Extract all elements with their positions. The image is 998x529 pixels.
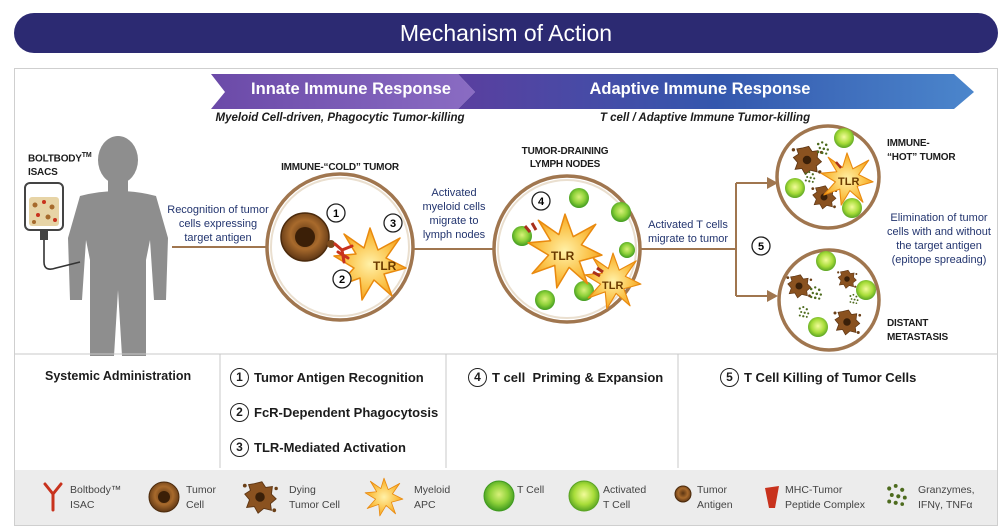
t-cell-icon: [483, 480, 515, 512]
svg-text:TLR: TLR: [602, 280, 623, 292]
step-2-label: FcR-Dependent Phagocytosis: [254, 405, 439, 420]
step-4-row: 4 T cell Priming & Expansion: [468, 368, 663, 387]
step-3-number-diagram: 3: [390, 218, 396, 230]
adaptive-phase-arrow: [458, 74, 974, 109]
innate-phase-label: Innate Immune Response: [251, 80, 451, 98]
step-3-row: 3 TLR-Mediated Activation: [230, 438, 406, 457]
adaptive-phase-label: Adaptive Immune Response: [589, 80, 811, 98]
svg-text:TLR: TLR: [373, 259, 397, 273]
innate-phase-arrow: [211, 74, 475, 109]
step-1-number: 1: [230, 368, 249, 387]
patient-silhouette-icon: [68, 136, 168, 356]
hot-tumor-label: IMMUNE-“HOT” TUMOR: [887, 138, 956, 163]
step-1-row: 1 Tumor Antigen Recognition: [230, 368, 424, 387]
cold-tumor-circle: TLR 1 2 3: [265, 172, 415, 322]
step-marker-3: 3: [383, 213, 403, 233]
page-title: Mechanism of Action: [399, 20, 613, 46]
step-5-number: 5: [720, 368, 739, 387]
step-4-label: T cell Priming & Expansion: [492, 370, 664, 385]
svg-text:TLR: TLR: [551, 249, 575, 263]
step-marker-5: 5: [751, 236, 771, 256]
step-1-label: Tumor Antigen Recognition: [254, 370, 424, 385]
tumor-antigen-icon: [674, 485, 692, 503]
hot-tumor-circle: TLR: [775, 124, 881, 230]
step-3-number: 3: [230, 438, 249, 457]
step-marker-4: 4: [531, 191, 551, 211]
step-marker-1: 1: [326, 203, 346, 223]
lymph-node-circle: TLR TLR 4: [492, 174, 642, 324]
step-3-label: TLR-Mediated Activation: [254, 440, 406, 455]
cold-tumor-label: IMMUNE-“COLD” TUMOR: [281, 162, 399, 173]
connector-lines: [172, 182, 770, 297]
systemic-administration-label: Systemic Administration: [45, 369, 192, 383]
step-5-number-diagram: 5: [758, 241, 764, 253]
step-4-number-diagram: 4: [538, 196, 545, 208]
step-marker-2: 2: [332, 269, 352, 289]
tumor-cell-icon: [148, 481, 180, 513]
boltbody-label: BOLTBODYTM ISACS: [28, 152, 92, 179]
iv-bag-icon: [24, 182, 81, 270]
step-5-label: T Cell Killing of Tumor Cells: [744, 370, 917, 385]
svg-text:TLR: TLR: [838, 176, 859, 188]
title-bar: Mechanism of Action: [14, 13, 998, 53]
step-2-number-diagram: 2: [339, 274, 345, 286]
activated-t-cell-icon: [568, 480, 600, 512]
step-4-number: 4: [468, 368, 487, 387]
legend-granzymes-label: Granzymes,IFNγ, TNFα: [918, 484, 975, 511]
antibody-icon: [43, 482, 63, 512]
innate-subtitle: Myeloid Cell-driven, Phagocytic Tumor-ki…: [215, 112, 465, 124]
step-2-number: 2: [230, 403, 249, 422]
adaptive-subtitle: T cell / Adaptive Immune Tumor-killing: [599, 112, 811, 124]
step-table-lines: [15, 353, 997, 468]
metastasis-circle: [777, 248, 881, 352]
legend-t-cell-label: T Cell: [517, 484, 545, 496]
mhc-complex-icon: [765, 486, 779, 508]
step-1-number-diagram: 1: [333, 208, 339, 220]
step-2-row: 2 FcR-Dependent Phagocytosis: [230, 403, 438, 422]
step-5-row: 5 T Cell Killing of Tumor Cells: [720, 368, 916, 387]
